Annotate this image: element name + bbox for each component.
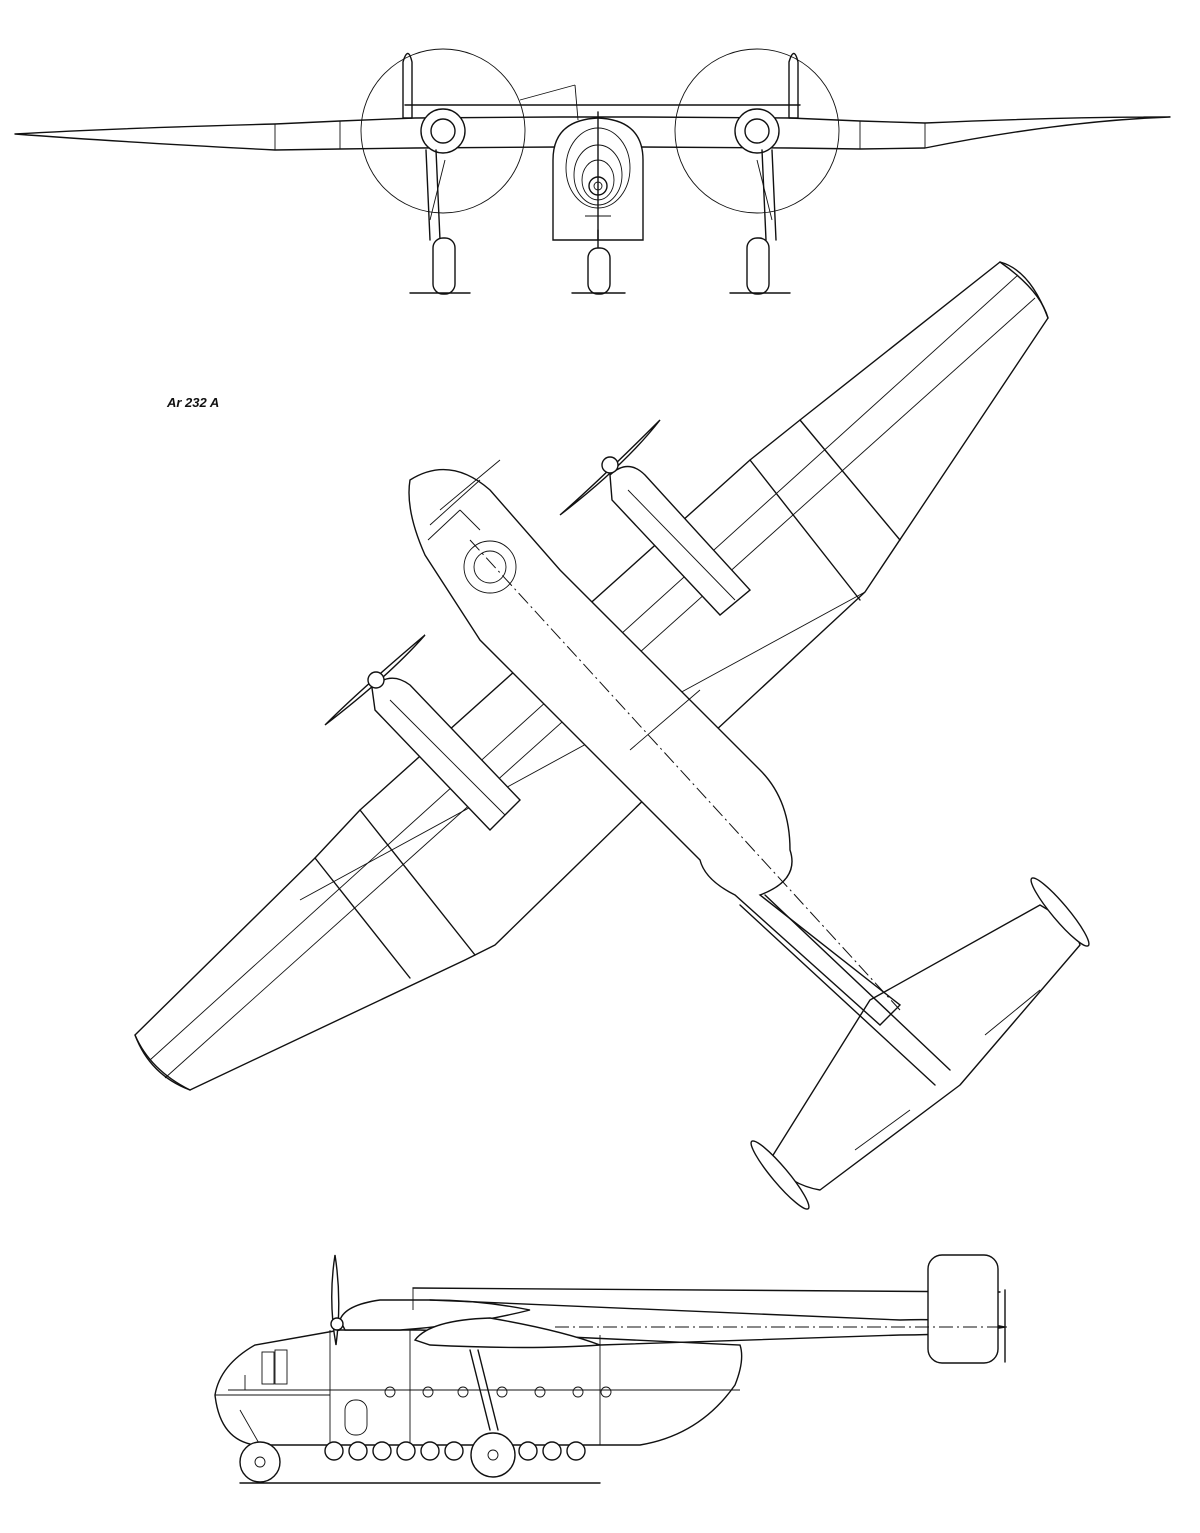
drawing-line [746,237,770,295]
drawing-line [239,1409,261,1446]
drawing-line [470,1432,516,1478]
drawing-line [463,540,517,594]
drawing-line [518,1441,538,1461]
drawing-line [600,1386,612,1398]
drawing-line [427,509,461,541]
drawing-line [134,1034,191,1091]
drawing-line [744,118,770,144]
drawing-line [299,591,866,901]
drawing-line [739,904,936,1086]
drawing-line [629,689,701,751]
drawing-line [254,1456,266,1468]
drawing-line [984,989,1041,1036]
drawing-line [372,1441,392,1461]
drawing-line [799,419,901,541]
drawing-line [469,1349,491,1431]
drawing-line [429,159,446,221]
drawing-line [314,857,411,979]
drawing-line [761,149,767,241]
left-fin-front [402,52,413,119]
top-fuselage [408,468,902,1026]
drawing-line [261,1351,275,1385]
drawing-line [477,1349,499,1431]
drawing-line [274,1349,288,1385]
drawing-line [430,118,456,144]
front-wing [14,116,1171,151]
aircraft-designation-label: Ar 232 A [167,395,220,410]
drawing-line [412,1287,1001,1293]
drawing-line [519,84,576,101]
drawing-line [627,489,736,601]
drawing-line [435,149,441,241]
drawing-line [396,1441,416,1461]
side-fuselage [214,1329,743,1446]
drawing-line [487,1449,499,1461]
drawing-line [330,1317,344,1331]
drawing-line [469,539,901,1011]
drawing-line [420,1441,440,1461]
drawing-line [344,1399,368,1436]
drawing-line [384,1386,396,1398]
drawing-line [239,1441,281,1483]
drawing-line [473,550,507,584]
drawing-line [496,1386,508,1398]
right-prop-disc [674,48,840,214]
drawing-line [749,459,861,601]
drawing-line [359,809,476,956]
right-fin-endplate [1030,877,1090,947]
side-landing-gear [239,1349,601,1484]
drawing-line [999,261,1049,319]
drawing-line [459,509,481,531]
drawing-line [425,149,431,241]
outer-propeller [559,419,661,516]
drawing-line [542,1441,562,1461]
drawing-line [764,894,951,1071]
drawing-line [566,1441,586,1461]
left-fin-endplate [750,1140,810,1210]
drawing-line [432,237,456,295]
drawing-line [854,1109,911,1151]
drawing-line [756,159,773,221]
side-wing [413,1317,601,1349]
drawing-line [587,247,611,295]
drawing-line [601,456,619,474]
drawing-line [439,459,501,511]
left-prop-disc [360,48,526,214]
drawing-line [348,1441,368,1461]
drawing-line [367,671,385,689]
drawing-line [534,1386,546,1398]
drawing-line [324,1441,344,1461]
drawing-line [389,699,506,816]
drawing-line [429,479,481,526]
drawing-line [572,1386,584,1398]
side-fin [927,1254,999,1364]
drawing-line [444,1441,464,1461]
front-gear [409,149,791,295]
side-windows [384,1386,612,1398]
drawing-line [422,1386,434,1398]
drawing-line [771,149,777,241]
right-fin-front [788,52,799,119]
drawing-line [457,1386,469,1398]
drawing-line [574,84,579,121]
